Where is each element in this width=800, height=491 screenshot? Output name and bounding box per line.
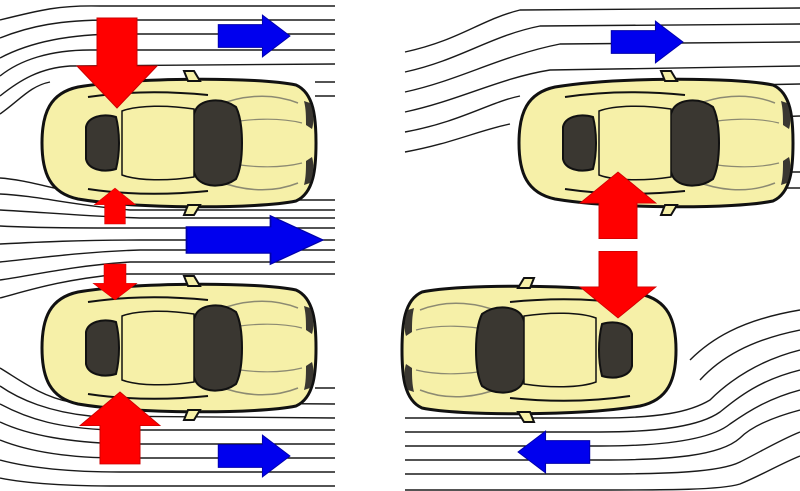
blue-arrow-left-right-bottom xyxy=(517,430,591,474)
blue-arrow-right-left-bottom xyxy=(217,434,291,478)
flow-lines-left-bottom xyxy=(0,367,336,487)
flow-lines-right-bottom xyxy=(405,309,800,491)
left-panel xyxy=(0,5,336,487)
car-left-top xyxy=(40,69,318,217)
car-left-bottom xyxy=(40,274,318,422)
flow-lines-left-top xyxy=(0,5,336,115)
right-panel xyxy=(400,7,800,491)
blue-arrow-right-right-top xyxy=(610,20,684,64)
car-right-top xyxy=(517,69,795,217)
blue-arrow-right-left-middle xyxy=(185,214,324,266)
